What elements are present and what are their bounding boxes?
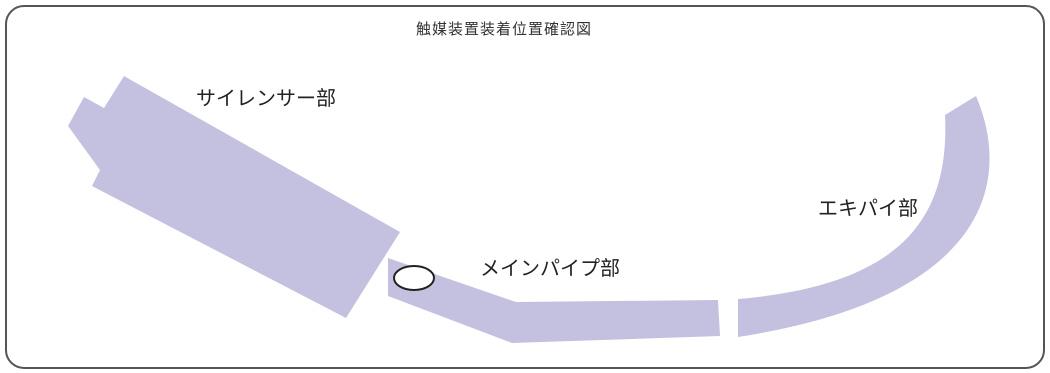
silencer-label: サイレンサー部	[196, 86, 336, 110]
exhaust-pipe-label: エキパイ部	[818, 196, 918, 220]
main-pipe-label: メインパイプ部	[480, 256, 620, 280]
exhaust-pipe-part	[738, 96, 990, 337]
catalyst-position-marker	[393, 265, 435, 291]
diagram-frame	[5, 5, 1045, 369]
main-pipe-part	[388, 258, 720, 343]
silencer-part	[68, 76, 400, 318]
diagram-title: 触媒装置装着位置確認図	[416, 20, 593, 38]
